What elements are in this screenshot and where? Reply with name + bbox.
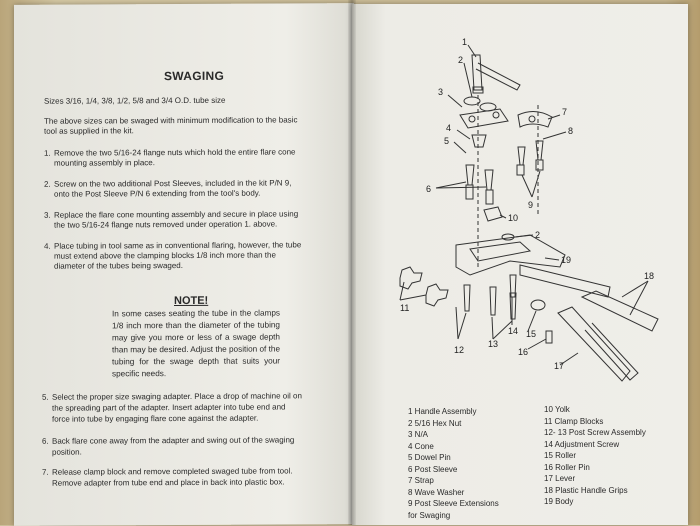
legend-item: 2 5/16 Hex Nut — [408, 418, 462, 428]
post-extension-part — [517, 146, 526, 166]
post-screw-part — [463, 284, 471, 312]
diagram-label: 1 — [462, 37, 467, 47]
adjustment-screw-part — [509, 274, 517, 298]
strap-part — [517, 111, 553, 128]
legend-item: 5 Dowel Pin — [408, 453, 451, 462]
parts-legend-column-2: 10 Yolk 11 Clamp Blocks 12- 13 Post Scre… — [544, 404, 646, 508]
legend-item: 18 Plastic Handle Grips — [544, 485, 628, 495]
diagram-label: 19 — [561, 255, 571, 265]
legend-item: for Swaging — [408, 510, 451, 520]
diagram-label: 16 — [518, 347, 528, 357]
left-page: SWAGING Sizes 3/16, 1/4, 3/8, 1/2, 5/8 a… — [14, 3, 354, 526]
legend-item: 1 Handle Assembly — [408, 407, 477, 416]
legend-item: 14 Adjustment Screw — [544, 439, 620, 449]
intro-line-1: The above sizes can be swaged with minim… — [44, 115, 298, 126]
cone-part — [471, 134, 487, 148]
diagram-label: 7 — [562, 107, 567, 117]
diagram-label: 4 — [446, 123, 451, 133]
legend-item: 6 Post Sleeve — [408, 464, 458, 474]
legend-item: 16 Roller Pin — [544, 462, 590, 472]
roller-part — [530, 299, 546, 311]
note-text: In some cases seating the tube in the cl… — [112, 308, 280, 379]
legend-item: 7 Strap — [408, 476, 434, 485]
parts-legend-column-1: 1 Handle Assembly 2 5/16 Hex Nut 3 N/A 4… — [408, 406, 499, 521]
lever-part — [557, 306, 631, 382]
legend-item: 12- 13 Post Screw Assembly — [544, 428, 646, 437]
handle-assembly-part — [471, 54, 521, 94]
yolk-part — [483, 206, 503, 222]
intro-line-2: tool as supplied in the kit. — [44, 126, 134, 136]
diagram-label: 6 — [426, 184, 431, 194]
exploded-parts-diagram: 1 2 3 4 5 6 7 8 9 10 2 19 18 11 12 13 14… — [399, 37, 659, 382]
sizes-line: Sizes 3/16, 1/4, 3/8, 1/2, 5/8 and 3/4 O… — [44, 95, 226, 106]
legend-item: 8 Wave Washer — [408, 487, 465, 497]
diagram-label: 13 — [488, 339, 498, 349]
hex-nut-part — [463, 96, 481, 106]
plate-part — [459, 108, 509, 129]
diagram-label: 8 — [568, 126, 573, 136]
diagram-label: 17 — [554, 361, 564, 371]
legend-item: 19 Body — [544, 497, 574, 506]
diagram-label: 9 — [528, 200, 533, 210]
legend-item: 11 Clamp Blocks — [544, 416, 604, 426]
diagram-label: 2 — [535, 230, 540, 240]
legend-item: 9 Post Sleeve Extensions — [408, 499, 499, 508]
diagram-label: 14 — [508, 326, 518, 336]
book-gutter — [348, 0, 356, 525]
legend-item: 17 Lever — [544, 474, 576, 483]
diagram-label: 12 — [454, 345, 464, 355]
diagram-label: 18 — [644, 271, 654, 281]
legend-item: 4 Cone — [408, 441, 434, 451]
diagram-label: 11 — [400, 303, 409, 313]
diagram-label: 15 — [526, 329, 536, 339]
clamp-block-part — [399, 266, 423, 290]
legend-item: 15 Roller — [544, 451, 577, 460]
roller-pin-part — [545, 330, 553, 344]
page-title: SWAGING — [164, 68, 225, 84]
post-sleeve-part — [465, 164, 475, 186]
note-title: NOTE! — [174, 294, 209, 308]
legend-item: 10 Yolk — [544, 405, 570, 414]
diagram-label: 10 — [508, 213, 518, 223]
legend-item: 3 N/A — [408, 430, 429, 439]
diagram-label: 3 — [438, 87, 443, 97]
body-part — [455, 234, 566, 276]
diagram-label: 2 — [458, 55, 463, 65]
handle-grip-part — [580, 290, 659, 332]
diagram-label: 5 — [444, 136, 449, 146]
